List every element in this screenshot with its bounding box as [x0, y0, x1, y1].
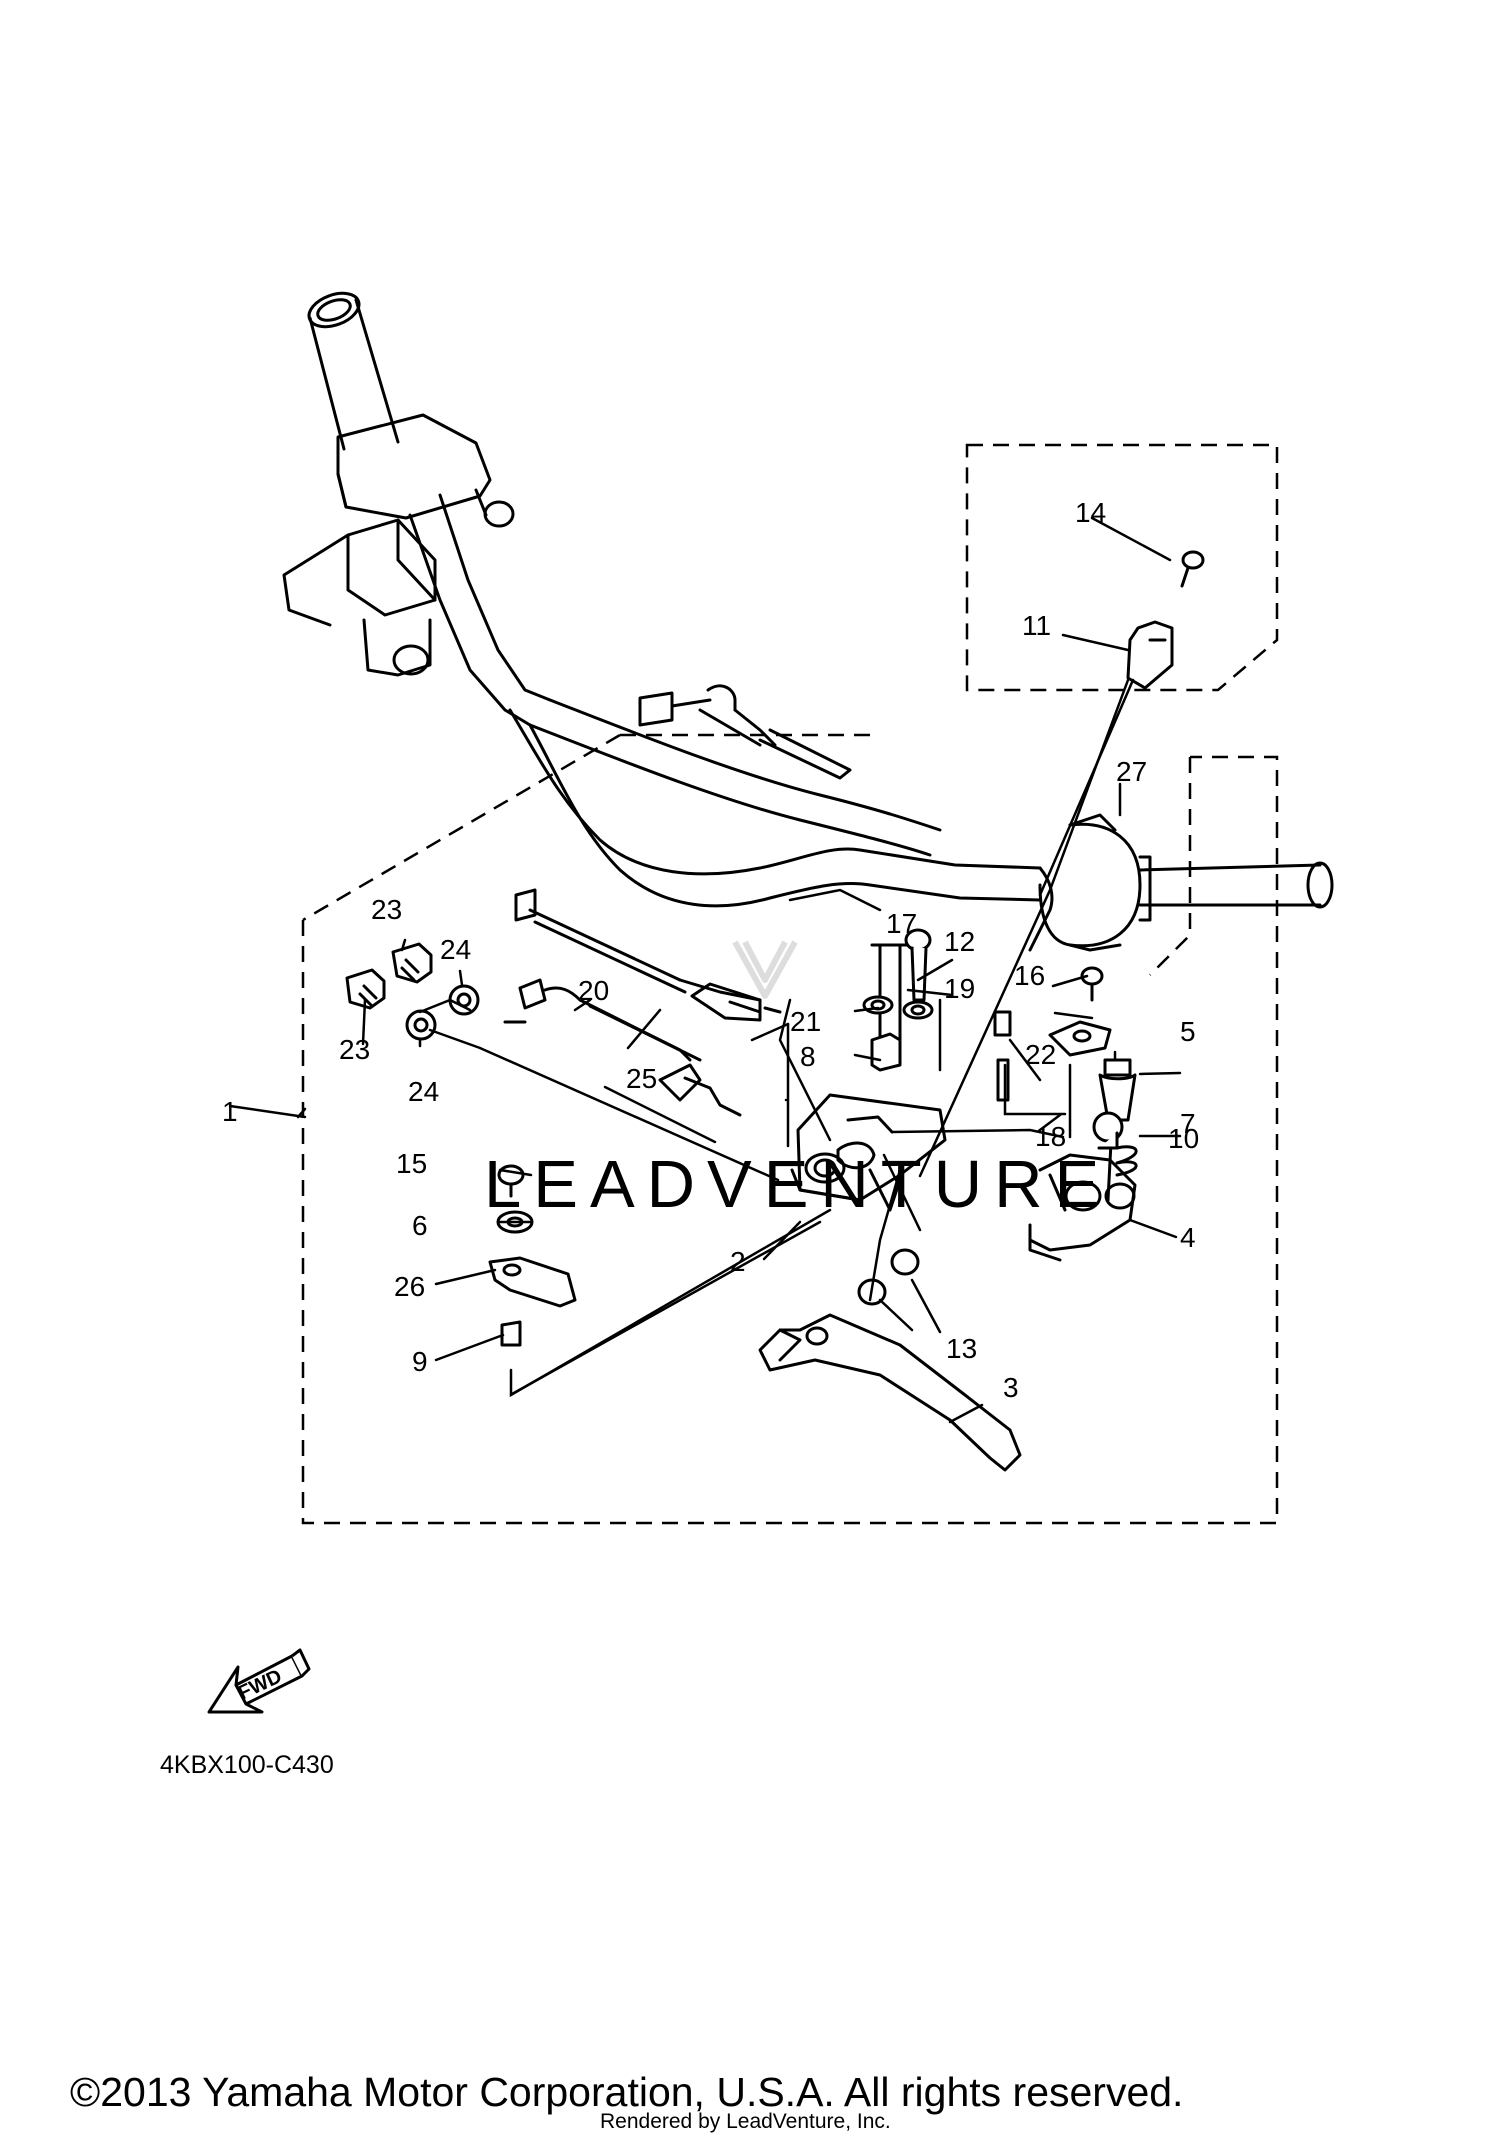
callout-23a: 23	[371, 894, 402, 925]
callout-11: 11	[1022, 610, 1051, 641]
callout-9: 9	[412, 1346, 428, 1377]
callout-6: 6	[412, 1210, 428, 1241]
region-outlines	[301, 443, 1279, 1525]
callout-24b: 24	[408, 1076, 439, 1107]
throttle-assembly-drawing	[758, 1058, 1138, 1472]
callout-17: 17	[886, 908, 917, 939]
callout-19: 19	[944, 973, 975, 1004]
diagram-code: 4KBX100-C430	[160, 1751, 334, 1779]
callout-4: 4	[1180, 1222, 1196, 1253]
callout-7: 7	[1180, 1108, 1196, 1139]
callout-24a: 24	[440, 934, 471, 965]
callout-1: 1	[222, 1096, 238, 1127]
handlebar-drawing	[282, 291, 1334, 952]
callout-3: 3	[1003, 1372, 1019, 1403]
rendered-by-notice: Rendered by LeadVenture, Inc.	[600, 2110, 891, 2133]
callout-27: 27	[1116, 756, 1147, 787]
callout-22: 22	[1025, 1039, 1056, 1070]
callout-14: 14	[1075, 497, 1106, 528]
callout-15: 15	[396, 1148, 427, 1179]
callout-2: 2	[730, 1246, 746, 1277]
callout-10: 10	[1168, 1123, 1199, 1154]
callout-25: 25	[626, 1063, 657, 1094]
callout-26: 26	[394, 1271, 425, 1302]
hardware-parts-drawing	[345, 550, 1205, 1347]
callout-13: 13	[946, 1333, 977, 1364]
watermark-logo	[732, 940, 798, 999]
leader-lines	[228, 516, 1182, 1424]
callout-23b: 23	[339, 1034, 370, 1065]
cables-drawing	[503, 684, 852, 1117]
callout-20: 20	[578, 975, 609, 1006]
callout-5: 5	[1180, 1016, 1196, 1047]
callout-21: 21	[790, 1006, 821, 1037]
copyright-notice: ©2013 Yamaha Motor Corporation, U.S.A. A…	[70, 2069, 1183, 2115]
callout-8: 8	[800, 1041, 816, 1072]
callout-16: 16	[1014, 960, 1045, 991]
watermark-text: LEADVENTURE	[484, 1147, 1111, 1222]
callout-12: 12	[944, 926, 975, 957]
fwd-arrow-icon	[207, 1648, 311, 1714]
callout-18: 18	[1035, 1121, 1066, 1152]
